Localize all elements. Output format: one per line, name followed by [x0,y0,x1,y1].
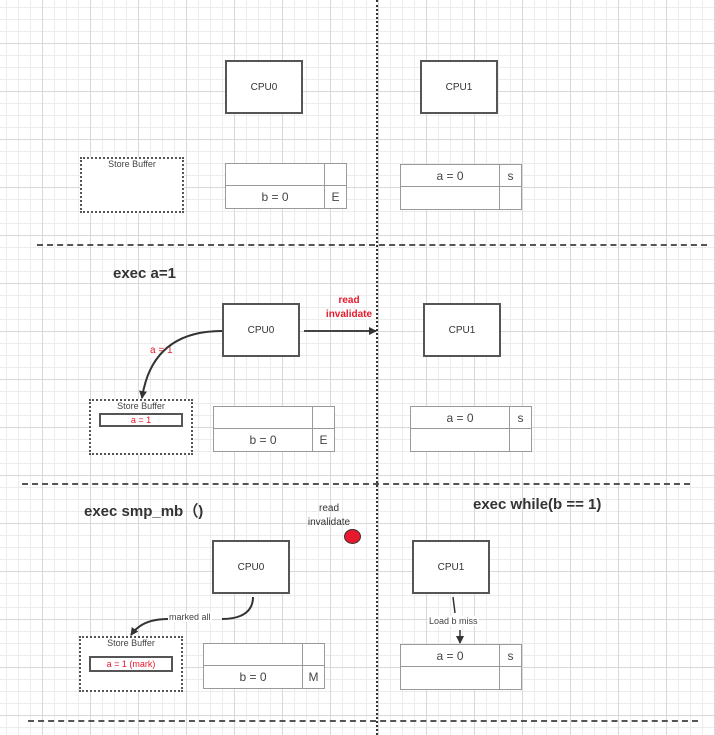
cache-state: s [510,407,531,429]
cache-state [303,644,324,666]
cpu1-cache: a = 0 s [410,406,532,452]
cache-state [500,667,521,689]
cache-state [510,429,531,451]
read-invalidate-message: read invalidate [296,502,362,530]
cache-value: b = 0 [214,429,313,451]
cache-state: E [319,433,328,447]
read-invalidate-message: read invalidate [316,294,382,322]
edge-label-load-miss: Load b miss [428,616,479,626]
mark-arrow [221,596,254,620]
cpu0-cache: b = 0 M [203,643,325,689]
cache-value [401,187,500,209]
panel-heading-right: exec while(b == 1) [473,496,602,513]
cpu1-cache: a = 0 s [400,164,522,210]
cache-value [401,667,500,689]
message-line: invalidate [307,517,351,528]
section-separator-2 [22,483,690,485]
cache-state: E [331,190,340,204]
store-buffer-entry: a = 1 [99,413,183,427]
mark-arrow-head [130,618,169,636]
in-flight-message-dot [344,529,361,544]
edge-label-store: a = 1 [150,344,173,358]
section-separator-1 [37,244,707,246]
message-line: read [338,295,360,306]
cpu0-box[interactable]: CPU0 [225,60,303,114]
message-line: invalidate [325,309,373,320]
cache-value [226,164,325,186]
cpu1-label: CPU1 [445,81,473,93]
cache-state [313,407,334,429]
cache-value [411,429,510,451]
cache-value: b = 0 [204,666,303,688]
store-buffer-title: Store Buffer [117,401,165,411]
panel-heading: exec a=1 [113,265,176,282]
cpu1-box[interactable]: CPU1 [420,60,498,114]
cache-state: M [308,670,319,684]
cpu1-label: CPU1 [437,561,465,573]
cpu0-cache: b = 0 E [225,163,347,209]
cache-value [204,644,303,666]
cache-state: s [500,165,521,187]
cpu0-box[interactable]: CPU0 [222,303,300,357]
cache-state [325,164,346,186]
cpu1-label: CPU1 [448,324,476,336]
cache-value: a = 0 [401,165,500,187]
cpu0-label: CPU0 [237,561,265,573]
cache-value: a = 0 [401,645,500,667]
store-buffer-entry: a = 1 (mark) [89,656,173,672]
cpu1-box[interactable]: CPU1 [423,303,501,357]
cache-value: a = 0 [411,407,510,429]
store-arrow [139,330,223,399]
load-miss-line [452,596,456,614]
store-buffer[interactable]: Store Buffer [80,157,184,213]
store-buffer[interactable]: Store Buffer a = 1 [89,399,193,455]
cpu1-box[interactable]: CPU1 [412,540,490,594]
section-separator-3 [28,720,698,722]
message-line: read [318,503,339,514]
panel-heading: exec smp_mb（) [84,503,204,520]
cpu1-cache: a = 0 s [400,644,522,690]
cache-state [500,187,521,209]
cache-value [214,407,313,429]
cpu0-label: CPU0 [247,324,275,336]
store-buffer[interactable]: Store Buffer a = 1 (mark) [79,636,183,692]
store-buffer-title: Store Buffer [107,638,155,648]
cpu-divider-line [376,0,378,735]
cpu0-cache: b = 0 E [213,406,335,452]
cache-state: s [500,645,521,667]
cpu0-label: CPU0 [250,81,278,93]
cpu0-box[interactable]: CPU0 [212,540,290,594]
edge-label-marked-all: marked all [168,612,212,622]
store-buffer-title: Store Buffer [108,159,156,169]
cache-value: b = 0 [226,186,325,208]
